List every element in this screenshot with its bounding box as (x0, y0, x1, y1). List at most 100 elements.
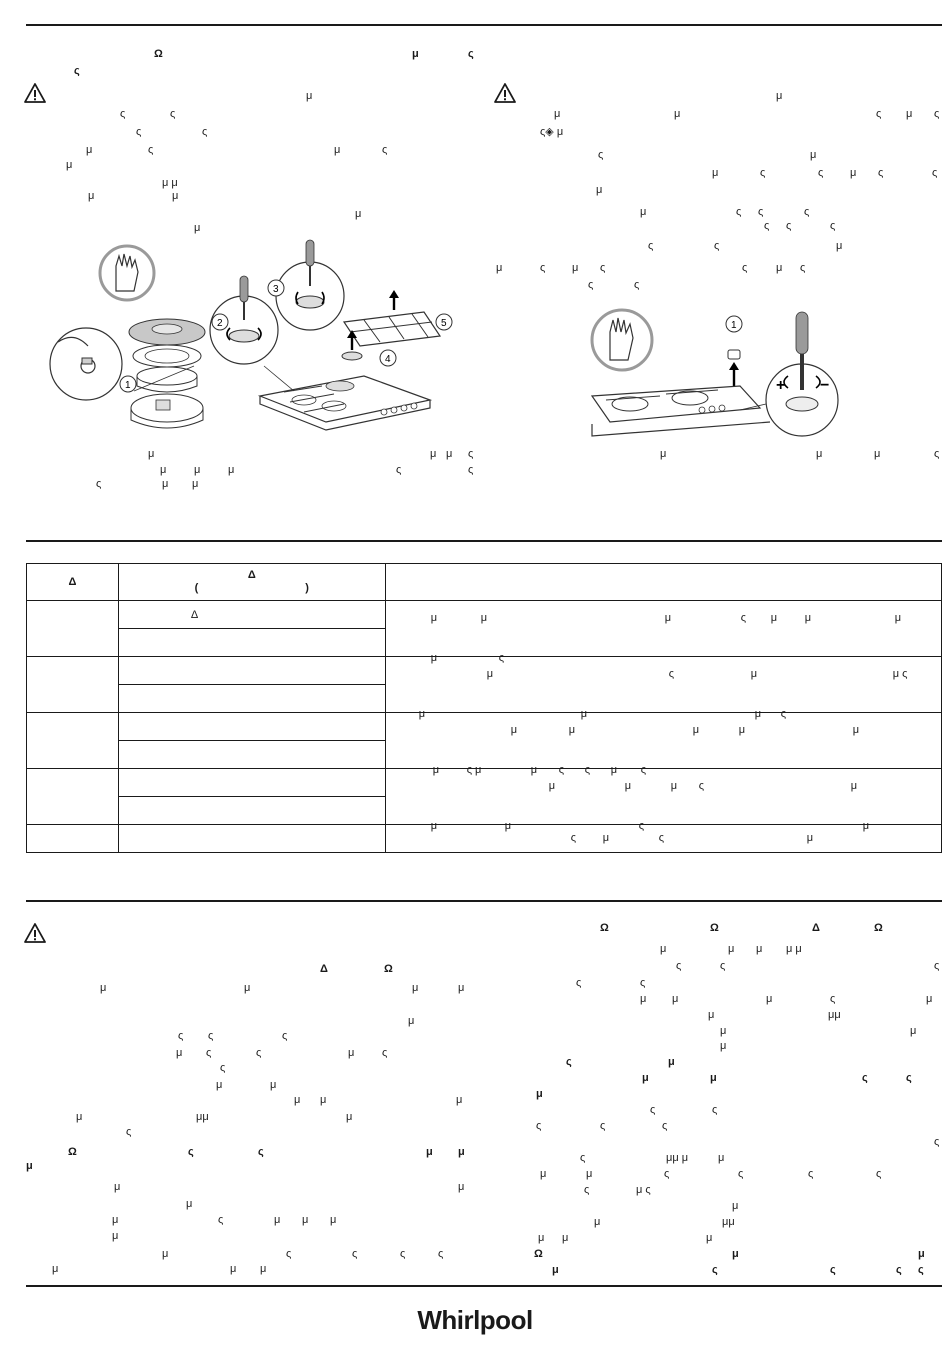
table-glyph: μ (610, 763, 618, 776)
table-glyph: ς (658, 832, 664, 844)
text-glyph: ς (148, 144, 154, 156)
screwdriver-icon (305, 239, 315, 286)
text-glyph: μ (776, 90, 783, 102)
table-glyph: μ (770, 611, 778, 624)
text-glyph: μ (114, 1181, 121, 1193)
text-glyph: μ (302, 1214, 309, 1226)
text-glyph: μ (162, 1248, 169, 1260)
text-glyph: μ (660, 448, 667, 460)
text-glyph: μ (294, 1094, 301, 1106)
text-glyph: μμ (828, 1009, 841, 1021)
text-glyph: ς (808, 1168, 814, 1180)
text-glyph: μ (244, 982, 251, 994)
text-glyph: μ (732, 1248, 739, 1260)
table-glyph: μ (692, 723, 700, 736)
text-glyph: ς (830, 220, 836, 232)
text-glyph: ς◈ μ (540, 126, 564, 138)
table-glyph: ς (640, 763, 646, 776)
text-glyph: μ (412, 982, 419, 994)
table-glyph: ς (584, 763, 590, 776)
text-glyph: ς (438, 1248, 444, 1260)
text-glyph: μ (348, 1047, 355, 1059)
text-glyph: μ (720, 1025, 727, 1037)
text-glyph: Ω (874, 922, 883, 934)
spec-cell (117, 740, 386, 769)
table-glyph: μ (432, 763, 440, 776)
text-glyph: μμ μ (666, 1152, 689, 1164)
text-glyph: ς (566, 1056, 572, 1068)
text-glyph: ς (934, 960, 940, 972)
text-glyph: μ (408, 1015, 415, 1027)
text-glyph: ς (906, 1072, 912, 1084)
text-glyph: μ (640, 993, 647, 1005)
text-glyph: μ (426, 1146, 433, 1158)
text-glyph: ς (188, 1146, 194, 1158)
footer-rule (26, 1285, 942, 1287)
header-cell (384, 563, 943, 601)
text-glyph: μ (538, 1232, 545, 1244)
text-glyph: ς (178, 1030, 184, 1042)
text-glyph: μ (712, 167, 719, 179)
table-glyph: μ (852, 723, 860, 736)
text-glyph: μ (88, 190, 95, 202)
text-glyph: μ (660, 943, 667, 955)
text-glyph: ς (676, 960, 682, 972)
text-glyph: μ (346, 1111, 353, 1123)
text-glyph: μ (572, 262, 579, 274)
text-glyph: ς (580, 1152, 586, 1164)
text-glyph: μ (148, 448, 155, 460)
text-glyph: μ (594, 1216, 601, 1228)
header-cell: Δ( ) (117, 563, 386, 601)
text-glyph: μ (456, 1094, 463, 1106)
table-glyph: μ (486, 667, 494, 680)
text-glyph: μ (708, 1009, 715, 1021)
text-glyph: ς (282, 1030, 288, 1042)
text-glyph: ς (720, 960, 726, 972)
text-glyph: ς (862, 1072, 868, 1084)
spec-cell (117, 796, 386, 825)
text-glyph: ς (640, 977, 646, 989)
text-glyph: μ (194, 222, 201, 234)
warning-triangle-icon (24, 923, 46, 943)
text-glyph: ς (800, 262, 806, 274)
table-glyph: μ (750, 667, 758, 680)
text-glyph: μ (496, 262, 503, 274)
text-glyph: μ (910, 1025, 917, 1037)
text-glyph: μ (112, 1230, 119, 1242)
flame-adjustment-illustration: 1 + − (590, 308, 839, 437)
text-glyph: ς (396, 464, 402, 476)
text-glyph: Δ (812, 922, 820, 934)
text-glyph: ς (352, 1248, 358, 1260)
table-glyph: μ (738, 723, 746, 736)
table-glyph: μ ς (892, 667, 908, 680)
callout-label: 2 (217, 318, 223, 329)
text-glyph: ς (206, 1047, 212, 1059)
text-glyph: μ (230, 1263, 237, 1275)
text-glyph: ς (218, 1214, 224, 1226)
table-glyph: μ (510, 723, 518, 736)
text-glyph: ς (648, 240, 654, 252)
table-glyph: μ (894, 611, 902, 624)
spec-cell (117, 768, 386, 797)
table-glyph: μ (530, 763, 538, 776)
protective-glove-icon (98, 244, 156, 302)
table-glyph: μ (804, 611, 812, 624)
heading-glyph: ς (74, 65, 80, 77)
text-glyph: μ (874, 448, 881, 460)
text-glyph: μ (355, 208, 362, 220)
text-glyph: μ (112, 1214, 119, 1226)
text-glyph: μ (732, 1200, 739, 1212)
text-glyph: μ (756, 943, 763, 955)
